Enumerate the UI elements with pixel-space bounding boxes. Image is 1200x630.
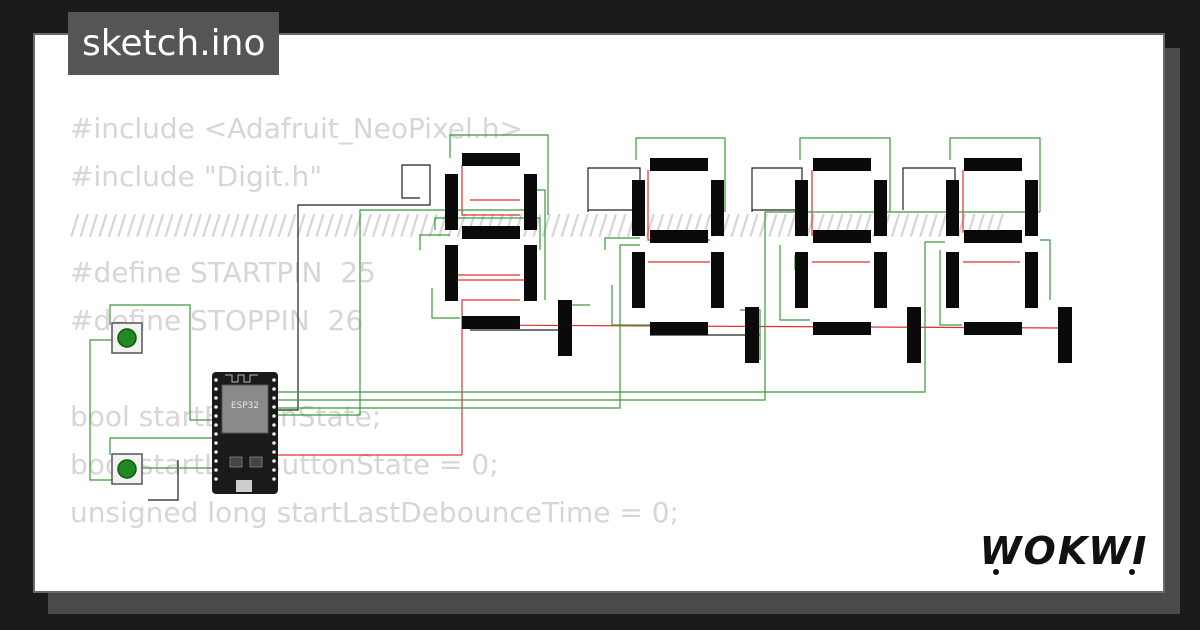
seven-segment-digit-4 — [946, 158, 1072, 363]
antenna-trace — [225, 374, 258, 383]
wire-red — [455, 274, 525, 281]
wire-black — [587, 167, 641, 212]
code-line: #include "Digit.h" — [70, 160, 323, 193]
wire-black — [751, 167, 803, 212]
project-preview-card[interactable]: #include <Adafruit_NeoPixel.h> #include "… — [33, 33, 1165, 593]
stop-push-button[interactable] — [111, 453, 143, 485]
code-line: #define STOPPIN 26 — [70, 304, 364, 337]
code-line: unsigned long startLastDebounceTime = 0; — [70, 496, 679, 529]
wire-green — [434, 217, 541, 250]
wire-green — [275, 241, 945, 393]
wire-green — [949, 137, 1041, 212]
wire-red — [461, 165, 520, 216]
wire-green — [635, 137, 726, 212]
seven-segment-digit-2 — [632, 158, 759, 363]
wire-red — [811, 170, 870, 263]
wire-red — [647, 170, 710, 263]
wire-green — [275, 189, 546, 416]
wire-green — [419, 234, 460, 319]
wire-green — [939, 239, 1051, 326]
wire-green — [449, 134, 549, 215]
code-line: bool startLastButtonState = 0; — [70, 448, 499, 481]
green-push-button-icon — [117, 328, 137, 348]
wire-green — [799, 137, 891, 212]
seven-segment-digit-1 — [445, 153, 572, 356]
esp32-board[interactable]: ESP32 — [212, 372, 278, 494]
esp32-chip-label: ESP32 — [231, 401, 259, 411]
wokwi-logo-icon: WOKWI — [980, 529, 1149, 575]
wire-green — [604, 237, 650, 326]
wire-green — [275, 211, 1040, 401]
wire-green — [89, 339, 126, 481]
usb-port-icon — [236, 480, 252, 492]
start-push-button[interactable] — [111, 322, 143, 354]
wire-green — [109, 304, 215, 421]
green-push-button-icon — [117, 459, 137, 479]
wire-green — [109, 437, 215, 455]
wire-black — [148, 460, 179, 501]
file-tab[interactable]: sketch.ino — [68, 12, 280, 75]
brand-wordmark: WOKWI — [980, 529, 1149, 573]
wire-red — [962, 170, 1020, 263]
wire-black — [275, 164, 431, 411]
wire-red — [461, 299, 520, 455]
code-line: #include <Adafruit_NeoPixel.h> — [70, 112, 523, 145]
seven-segment-digit-3 — [795, 158, 921, 363]
wire-green — [275, 244, 640, 409]
code-line: #define STARTPIN 25 — [70, 256, 376, 289]
